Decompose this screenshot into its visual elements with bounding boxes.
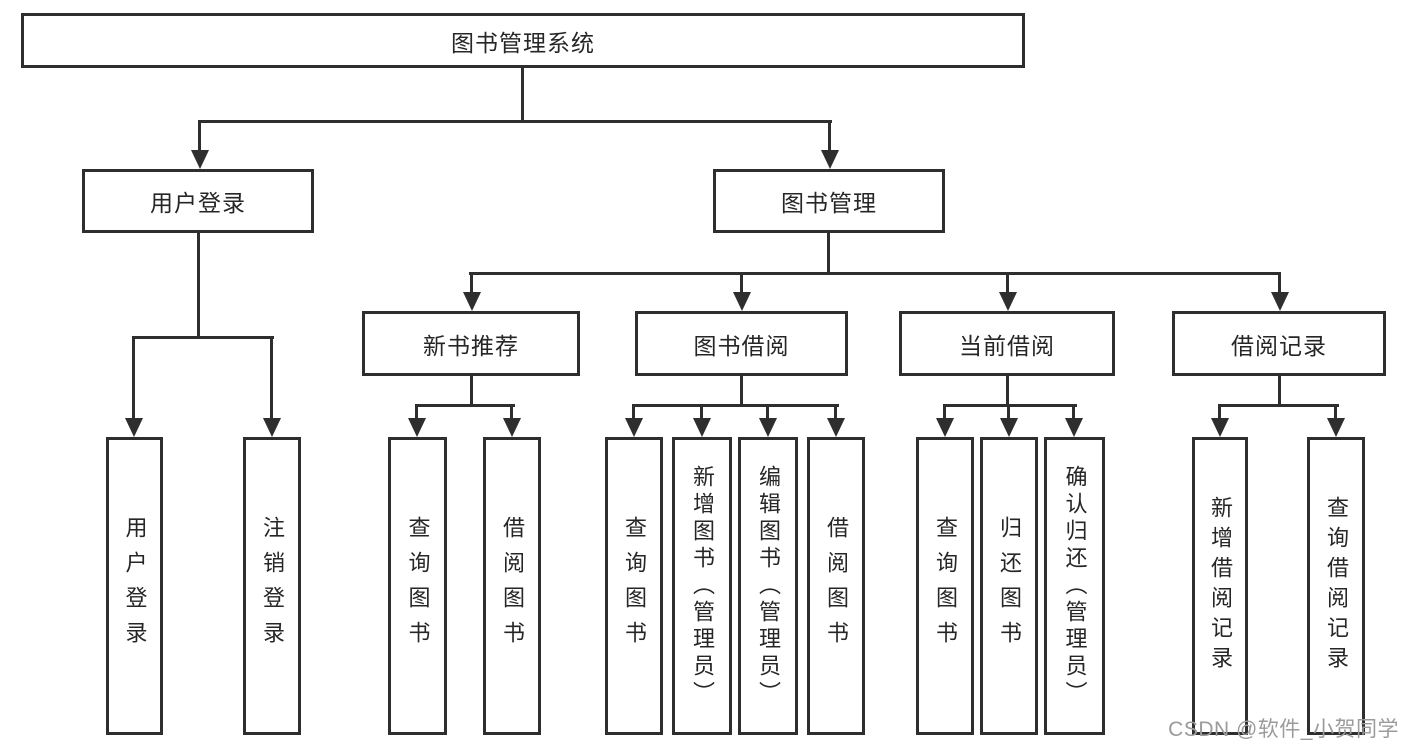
connector-arrow — [270, 336, 273, 418]
connector-arrow — [415, 404, 418, 418]
connector-line — [740, 376, 743, 407]
connector-line — [1218, 404, 1339, 407]
node-current-borrow-label: 当前借阅 — [959, 332, 1055, 359]
node-user-login: 用户登录 — [82, 169, 314, 233]
node-root-label: 图书管理系统 — [451, 29, 595, 56]
connector-arrow — [834, 404, 837, 418]
connector-arrow — [198, 120, 201, 150]
connector-line — [1006, 376, 1009, 407]
node-book-management-label: 图书管理 — [781, 190, 877, 216]
connector-line — [415, 404, 515, 407]
leaf-user-login: 用户登录 — [106, 437, 163, 735]
leaf-query-books: 查询图书 — [388, 437, 447, 735]
leaf-borrow-books-2: 借阅图书 — [807, 437, 865, 735]
connector-arrow — [740, 272, 743, 292]
leaf-return-books: 归还图书 — [980, 437, 1038, 735]
node-borrow-record-label: 借阅记录 — [1231, 332, 1327, 359]
connector-line — [632, 404, 839, 407]
connector-arrow — [1278, 272, 1281, 292]
node-book-borrow: 图书借阅 — [635, 311, 848, 376]
connector-line — [197, 232, 200, 339]
connector-arrow — [132, 336, 135, 418]
connector-line — [1278, 376, 1281, 407]
leaf-add-borrow-record: 新增借阅记录 — [1192, 437, 1248, 735]
leaf-confirm-return-admin: 确认归还（管理员） — [1044, 437, 1105, 735]
connector-arrow — [943, 404, 946, 418]
connector-arrow — [700, 404, 703, 418]
connector-line — [827, 232, 830, 275]
connector-line — [132, 336, 274, 339]
watermark: CSDN @软件_小贺同学 — [1168, 718, 1399, 741]
node-new-book-recommend: 新书推荐 — [362, 311, 580, 376]
leaf-add-books-admin: 新增图书（管理员） — [672, 437, 732, 735]
node-root: 图书管理系统 — [21, 13, 1025, 68]
connector-arrow — [510, 404, 513, 418]
leaf-query-books-3: 查询图书 — [916, 437, 974, 735]
connector-line — [469, 272, 1281, 275]
connector-arrow — [632, 404, 635, 418]
connector-arrow — [828, 120, 831, 150]
connector-arrow — [1006, 272, 1009, 292]
leaf-logout-login: 注销登录 — [243, 437, 301, 735]
connector-arrow — [1007, 404, 1010, 418]
connector-line — [943, 404, 1077, 407]
node-book-borrow-label: 图书借阅 — [693, 332, 790, 359]
connector-line — [198, 120, 832, 123]
node-user-login-label: 用户登录 — [150, 190, 246, 216]
node-borrow-record: 借阅记录 — [1172, 311, 1386, 376]
connector-arrow — [766, 404, 769, 418]
connector-arrow — [1218, 404, 1221, 418]
connector-arrow — [1334, 404, 1337, 418]
connector-line — [521, 68, 524, 121]
connector-arrow — [470, 272, 473, 292]
leaf-edit-books-admin: 编辑图书（管理员） — [738, 437, 798, 735]
node-new-book-recommend-label: 新书推荐 — [423, 332, 519, 359]
connector-line — [470, 376, 473, 407]
node-book-management: 图书管理 — [713, 169, 945, 233]
connector-arrow — [1072, 404, 1075, 418]
leaf-query-books-2: 查询图书 — [605, 437, 663, 735]
node-current-borrow: 当前借阅 — [899, 311, 1115, 376]
leaf-query-borrow-record: 查询借阅记录 — [1307, 437, 1365, 735]
leaf-borrow-books: 借阅图书 — [483, 437, 541, 735]
